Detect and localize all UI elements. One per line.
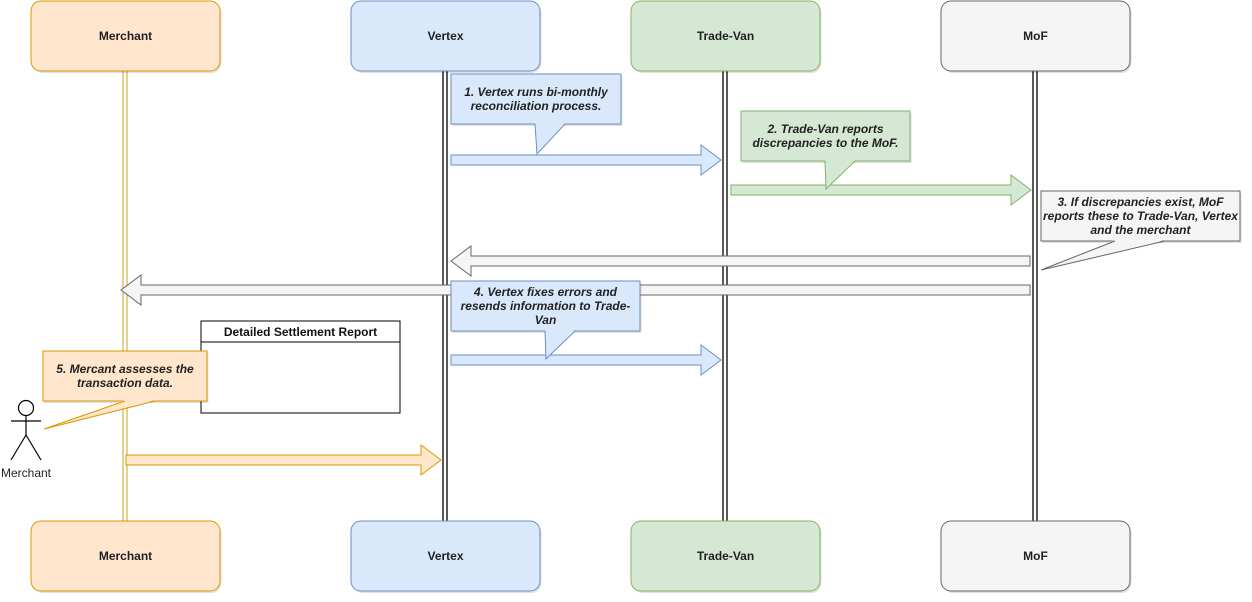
participant-vertex-head[interactable]: Vertex bbox=[350, 0, 542, 73]
note-text-line: transaction data. bbox=[77, 376, 173, 390]
note-text-line: reconciliation process. bbox=[471, 99, 602, 113]
message-arrow-m4[interactable] bbox=[450, 344, 722, 376]
note-text-line: reports these to Trade-Van, Vertex bbox=[1043, 209, 1239, 223]
participant-merchant-head[interactable]: Merchant bbox=[30, 0, 222, 73]
participant-mof-head[interactable]: MoF bbox=[940, 0, 1132, 73]
message-arrow-m2[interactable] bbox=[730, 174, 1032, 206]
note-text-line: 5. Mercant assesses the bbox=[56, 362, 194, 376]
merchant-actor[interactable]: Merchant bbox=[1, 399, 52, 481]
stick-figure-icon bbox=[10, 399, 42, 461]
participant-mof-foot[interactable]: MoF bbox=[940, 520, 1132, 593]
message-arrow-m3a[interactable] bbox=[450, 245, 1031, 277]
participants: MerchantMerchantVertexVertexTrade-VanTra… bbox=[30, 0, 1132, 593]
participant-vertex-foot[interactable]: Vertex bbox=[350, 520, 542, 593]
participant-label: Vertex bbox=[427, 29, 463, 43]
participant-label: MoF bbox=[1023, 29, 1048, 43]
participant-label: Merchant bbox=[99, 29, 152, 43]
participant-tradevan-head[interactable]: Trade-Van bbox=[630, 0, 822, 73]
note-text-line: 3. If discrepancies exist, MoF bbox=[1057, 195, 1224, 209]
report-box-title: Detailed Settlement Report bbox=[224, 325, 377, 339]
note-text-line: discrepancies to the MoF. bbox=[752, 136, 898, 150]
lifelines bbox=[122, 71, 1038, 521]
message-arrow-m5[interactable] bbox=[125, 444, 442, 476]
note-text-line: resends information to Trade- bbox=[461, 299, 631, 313]
participant-merchant-foot[interactable]: Merchant bbox=[30, 520, 222, 593]
notes: 1. Vertex runs bi-monthlyreconciliation … bbox=[42, 73, 1242, 430]
detailed-settlement-report-box[interactable]: Detailed Settlement Report bbox=[200, 320, 401, 414]
note-text-line: 2. Trade-Van reports bbox=[766, 122, 883, 136]
note-n1[interactable]: 1. Vertex runs bi-monthlyreconciliation … bbox=[450, 73, 623, 156]
participant-label: MoF bbox=[1023, 549, 1048, 563]
participant-label: Trade-Van bbox=[697, 29, 754, 43]
actor-label: Merchant bbox=[1, 466, 52, 480]
participant-label: Trade-Van bbox=[697, 549, 754, 563]
message-arrow-m1[interactable] bbox=[450, 144, 722, 176]
note-text-line: and the merchant bbox=[1090, 223, 1191, 237]
participant-tradevan-foot[interactable]: Trade-Van bbox=[630, 520, 822, 593]
note-text-line: 1. Vertex runs bi-monthly bbox=[464, 85, 609, 99]
participant-label: Vertex bbox=[427, 549, 463, 563]
participant-label: Merchant bbox=[99, 549, 152, 563]
note-text-line: Van bbox=[535, 313, 557, 327]
note-text-line: 4. Vertex fixes errors and bbox=[473, 285, 618, 299]
